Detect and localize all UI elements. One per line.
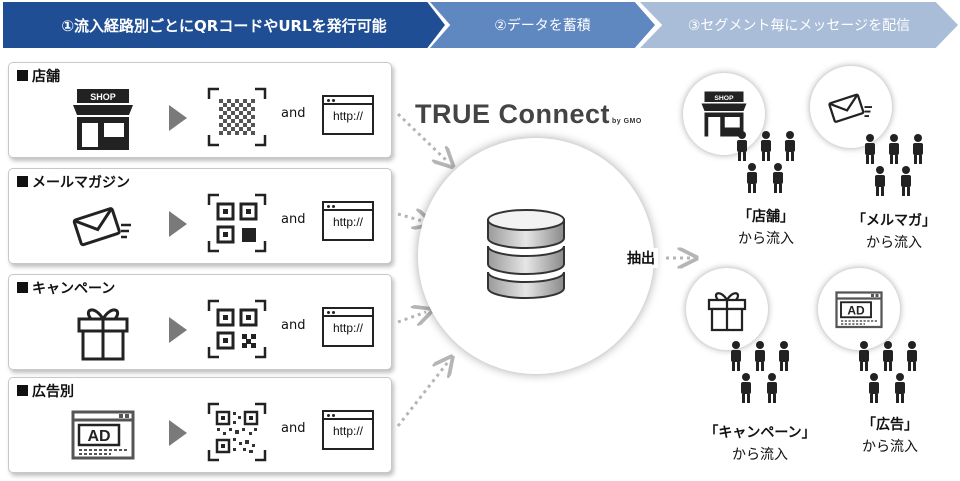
source-label: キャンペーン bbox=[17, 278, 115, 298]
segment-title: 「店舗」 bbox=[738, 209, 794, 225]
flow-line-ad bbox=[396, 362, 448, 427]
arrow-right-icon bbox=[169, 211, 187, 237]
flow-line-mail bbox=[397, 214, 426, 222]
browser-url-icon: http:// bbox=[322, 410, 374, 450]
people-group-icon bbox=[737, 131, 795, 193]
browser-url-icon: http:// bbox=[322, 95, 374, 135]
flow-line-campaign bbox=[397, 312, 426, 322]
qr-code-icon bbox=[207, 299, 267, 359]
database-icon bbox=[487, 209, 565, 299]
source-label: 店舗 bbox=[17, 66, 60, 86]
step-2: ②データを蓄積 bbox=[430, 2, 655, 48]
arrow-right-icon bbox=[169, 317, 187, 343]
browser-url-icon: http:// bbox=[322, 307, 374, 347]
segment-ad-circle: AD bbox=[818, 268, 900, 350]
segment-title: 「メルマガ」 bbox=[852, 213, 936, 229]
and-label: and bbox=[281, 212, 306, 227]
and-label: and bbox=[281, 421, 306, 436]
svg-text:SHOP: SHOP bbox=[90, 92, 116, 102]
people-group-icon bbox=[865, 134, 923, 196]
and-label: and bbox=[281, 318, 306, 333]
people-group-icon bbox=[859, 341, 917, 403]
segment-from: から流入 bbox=[866, 235, 922, 251]
segment-shop-circle: SHOP bbox=[683, 73, 765, 155]
svg-text:SHOP: SHOP bbox=[714, 95, 734, 102]
mail-icon bbox=[828, 93, 872, 123]
segment-title: 「広告」 bbox=[862, 417, 918, 433]
gift-icon bbox=[707, 292, 747, 332]
source-label: メールマガジン bbox=[17, 172, 130, 192]
qr-code-icon bbox=[207, 193, 267, 253]
and-label: and bbox=[281, 106, 306, 121]
segment-campaign-circle bbox=[686, 268, 768, 350]
qr-code-icon bbox=[207, 402, 267, 462]
process-steps: ①流入経路別ごとにQRコードやURLを発行可能 ②データを蓄積 ③セグメント毎に… bbox=[0, 0, 960, 52]
mail-icon bbox=[72, 207, 131, 247]
segment-from: から流入 bbox=[732, 447, 788, 463]
qr-code-icon bbox=[207, 87, 267, 147]
ad-banner-icon: AD bbox=[71, 410, 135, 460]
segment-from: から流入 bbox=[738, 231, 794, 247]
step-3: ③セグメント毎にメッセージを配信 bbox=[640, 2, 958, 48]
browser-url-icon: http:// bbox=[322, 201, 374, 241]
svg-text:AD: AD bbox=[87, 428, 110, 445]
source-ad: 広告別 AD and http:// bbox=[8, 377, 392, 473]
extract-label: 抽出 bbox=[624, 248, 658, 268]
svg-text:AD: AD bbox=[847, 303, 865, 317]
shop-icon: SHOP bbox=[73, 89, 133, 150]
segment-mail-circle bbox=[810, 66, 892, 148]
step-1: ①流入経路別ごとにQRコードやURLを発行可能 bbox=[3, 2, 445, 48]
ad-banner-icon: AD bbox=[835, 291, 883, 329]
shop-icon: SHOP bbox=[701, 91, 747, 137]
source-shop: 店舗 SHOP and http:// bbox=[8, 62, 392, 158]
source-mail-magazine: メールマガジン and http:// bbox=[8, 168, 392, 264]
source-label: 広告別 bbox=[17, 381, 74, 401]
gift-icon bbox=[77, 308, 129, 361]
source-campaign: キャンペーン and http:// bbox=[8, 274, 392, 370]
arrow-right-icon bbox=[169, 105, 187, 131]
people-group-icon bbox=[731, 341, 789, 403]
segment-title: 「キャンペーン」 bbox=[704, 425, 816, 441]
segment-from: から流入 bbox=[862, 439, 918, 455]
arrow-right-icon bbox=[169, 420, 187, 446]
